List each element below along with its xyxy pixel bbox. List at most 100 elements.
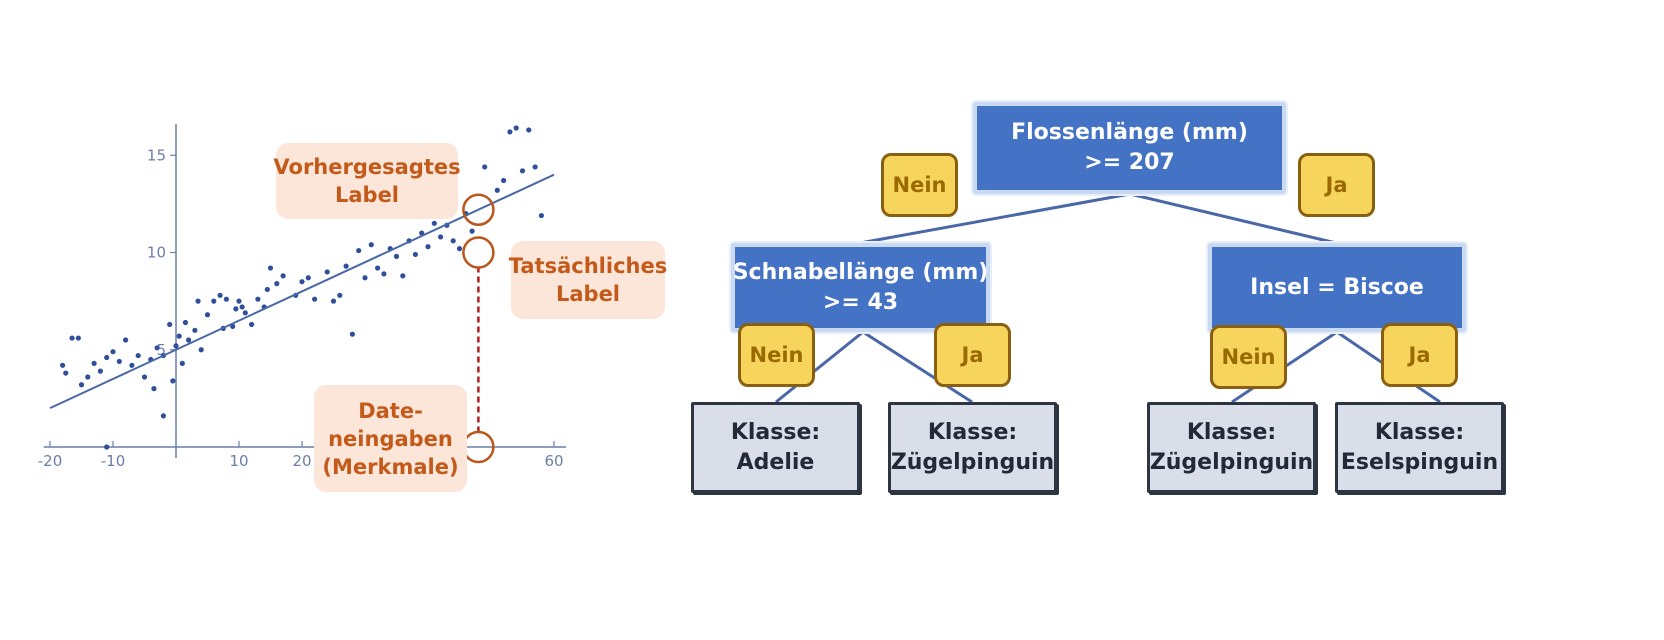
data-point bbox=[154, 345, 160, 351]
data-point bbox=[75, 335, 81, 341]
data-point bbox=[264, 286, 270, 293]
leaf-zuegelpinguin-2: Klasse: Zügelpinguin bbox=[1147, 402, 1316, 493]
right-no-badge: Nein bbox=[1210, 325, 1287, 389]
leaf-adelie: Klasse: Adelie bbox=[691, 402, 860, 493]
left-yes-badge: Ja bbox=[934, 323, 1011, 387]
data-point bbox=[233, 306, 239, 312]
data-point bbox=[501, 177, 507, 184]
data-point bbox=[482, 164, 488, 170]
data-point bbox=[60, 362, 66, 368]
data-point bbox=[431, 220, 437, 226]
data-point bbox=[538, 212, 545, 219]
x-tick-label: 20 bbox=[292, 452, 311, 470]
data-point bbox=[186, 337, 192, 343]
data-point bbox=[456, 246, 463, 252]
data-inputs-annotation: Date- neingaben (Merkmale) bbox=[314, 385, 467, 492]
data-point bbox=[469, 228, 475, 234]
data-point bbox=[135, 352, 141, 359]
data-point bbox=[299, 279, 305, 285]
left-node-line2: >= 43 bbox=[822, 289, 899, 315]
data-point bbox=[425, 244, 431, 250]
edge-left-leaf1 bbox=[775, 330, 864, 404]
leaf-4-line2: Eselspinguin bbox=[1340, 449, 1499, 475]
data-point bbox=[393, 253, 400, 259]
data-point bbox=[249, 321, 255, 328]
data-point bbox=[236, 298, 242, 304]
y-tick-label: 10 bbox=[147, 244, 166, 262]
leaf-2-line1: Klasse: bbox=[927, 419, 1018, 445]
data-point bbox=[195, 298, 201, 304]
left-no-badge: Nein bbox=[738, 323, 815, 387]
edge-root-right bbox=[1129, 192, 1337, 245]
data-point bbox=[182, 319, 189, 326]
data-inputs-line2: neingaben bbox=[328, 426, 453, 451]
leaf-3-line1: Klasse: bbox=[1186, 419, 1277, 445]
root-yes-badge: Ja bbox=[1298, 153, 1375, 217]
y-tick-label: 15 bbox=[147, 146, 166, 164]
data-point bbox=[198, 347, 204, 353]
data-point bbox=[69, 335, 75, 341]
data-point bbox=[170, 378, 176, 384]
data-point bbox=[255, 296, 261, 302]
edge-left-leaf2 bbox=[862, 330, 973, 404]
leaf-1-line1: Klasse: bbox=[730, 419, 821, 445]
data-point bbox=[91, 360, 97, 366]
data-point bbox=[368, 242, 374, 248]
data-point bbox=[78, 382, 85, 388]
data-point bbox=[151, 386, 157, 392]
data-point bbox=[412, 251, 418, 258]
predicted-label-annotation: Vorhergesagtes Label bbox=[273, 143, 461, 219]
left-node: Schnabellänge (mm) >= 43 bbox=[731, 243, 990, 332]
leaf-4-line1: Klasse: bbox=[1374, 419, 1465, 445]
right-node-line1: Insel = Biscoe bbox=[1250, 274, 1424, 300]
data-point bbox=[532, 164, 538, 170]
data-point bbox=[400, 273, 406, 279]
data-point bbox=[324, 269, 330, 275]
actual-label-line2: Label bbox=[555, 282, 621, 306]
data-point bbox=[160, 413, 166, 419]
data-point bbox=[312, 296, 318, 302]
data-point bbox=[450, 238, 456, 244]
data-point bbox=[239, 304, 245, 310]
data-point bbox=[526, 127, 532, 133]
actual-marker bbox=[462, 236, 495, 269]
data-point bbox=[179, 360, 185, 366]
data-point bbox=[280, 273, 286, 279]
data-point bbox=[123, 337, 129, 343]
data-point bbox=[173, 343, 179, 349]
data-point bbox=[141, 374, 148, 380]
right-yes-badge: Ja bbox=[1381, 323, 1458, 387]
leaf-2-line2: Zügelpinguin bbox=[890, 449, 1055, 475]
x-tick-label: 60 bbox=[544, 452, 563, 470]
data-point bbox=[507, 129, 513, 135]
data-point bbox=[192, 327, 198, 333]
y-tick-label: 5 bbox=[156, 341, 166, 359]
data-point bbox=[204, 312, 211, 318]
data-point bbox=[267, 265, 274, 271]
data-inputs-line3: (Merkmale) bbox=[322, 454, 459, 479]
root-node-line1: Flossenlänge (mm) bbox=[1011, 120, 1248, 145]
data-point bbox=[176, 333, 182, 339]
data-point bbox=[513, 125, 519, 131]
data-inputs-line1: Date- bbox=[358, 398, 423, 423]
actual-label-line1: Tatsächliches bbox=[508, 254, 668, 278]
actual-label-annotation: Tatsächliches Label bbox=[508, 241, 668, 319]
root-no-badge: Nein bbox=[881, 153, 958, 217]
data-point bbox=[223, 296, 229, 302]
data-point bbox=[217, 292, 223, 298]
data-point bbox=[305, 275, 311, 281]
root-node: Flossenlänge (mm) >= 207 bbox=[973, 102, 1286, 194]
data-point bbox=[129, 362, 135, 368]
data-point bbox=[63, 370, 69, 376]
data-point bbox=[85, 374, 91, 380]
x-tick-label: -10 bbox=[101, 452, 126, 470]
data-point bbox=[211, 298, 217, 304]
data-point bbox=[375, 265, 381, 271]
data-point bbox=[167, 321, 173, 328]
data-point bbox=[337, 292, 343, 298]
data-point bbox=[116, 358, 122, 365]
predicted-marker bbox=[462, 193, 495, 226]
regression-line bbox=[49, 173, 555, 410]
